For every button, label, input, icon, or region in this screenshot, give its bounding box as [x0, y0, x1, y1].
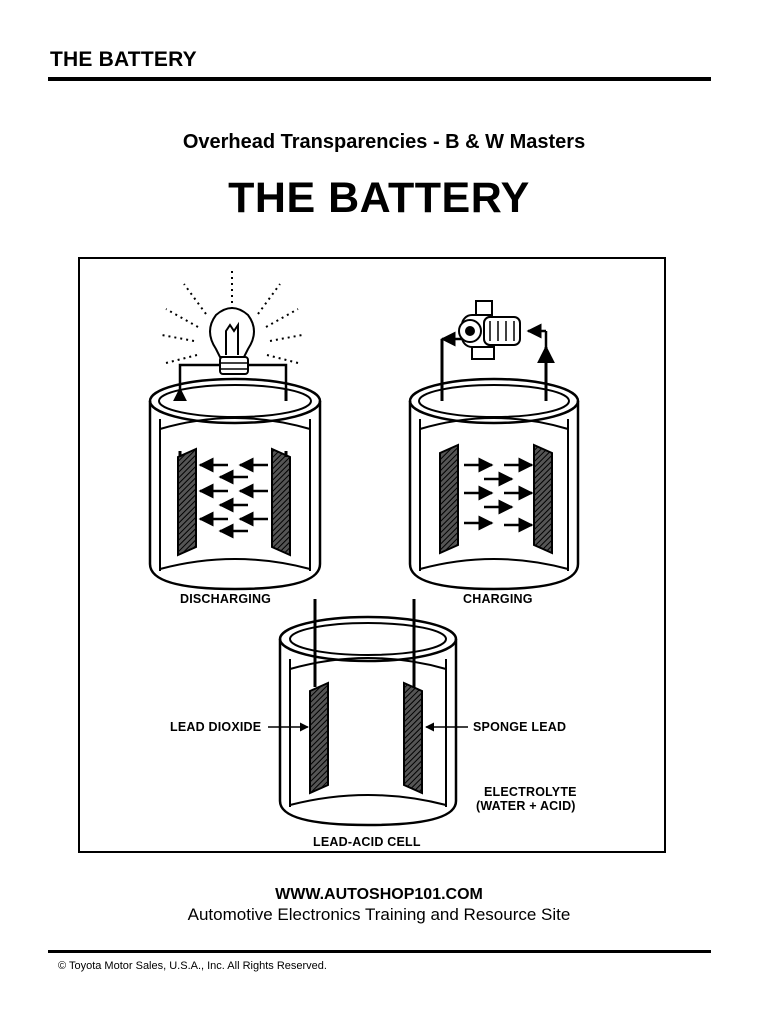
- lightbulb-icon: [209, 307, 255, 375]
- charging-cell: [408, 300, 580, 591]
- label-electrolyte-composition: (WATER + ACID): [476, 799, 576, 813]
- label-charging: CHARGING: [463, 592, 533, 606]
- label-lead-dioxide: LEAD DIOXIDE: [170, 720, 262, 734]
- copyright-notice: © Toyota Motor Sales, U.S.A., Inc. All R…: [58, 960, 327, 972]
- page-subtitle: Overhead Transparencies - B & W Masters: [182, 131, 586, 153]
- lead-acid-cell: [268, 599, 468, 827]
- light-rays: [161, 271, 303, 364]
- footer-url: WWW.AUTOSHOP101.COM: [275, 886, 483, 903]
- label-discharging: DISCHARGING: [180, 592, 272, 606]
- header-divider: [48, 77, 711, 81]
- footer-tagline: Automotive Electronics Training and Reso…: [187, 905, 571, 924]
- label-electrolyte: ELECTROLYTE: [484, 785, 577, 799]
- discharging-cell: [148, 271, 322, 591]
- label-sponge-lead: SPONGE LEAD: [473, 720, 567, 734]
- battery-figure: DISCHARGING CHARGING LEAD DIOXIDE SPONGE…: [78, 257, 666, 853]
- footer-divider: [48, 950, 711, 953]
- discharge-flow-arrows: [198, 457, 268, 539]
- page-title: THE BATTERY: [228, 174, 530, 222]
- battery-diagram: [148, 271, 580, 827]
- label-lead-acid-cell: LEAD-ACID CELL: [313, 835, 421, 849]
- charge-flow-arrows: [464, 457, 534, 533]
- alternator-icon: [458, 300, 521, 360]
- header-title: THE BATTERY: [50, 48, 197, 71]
